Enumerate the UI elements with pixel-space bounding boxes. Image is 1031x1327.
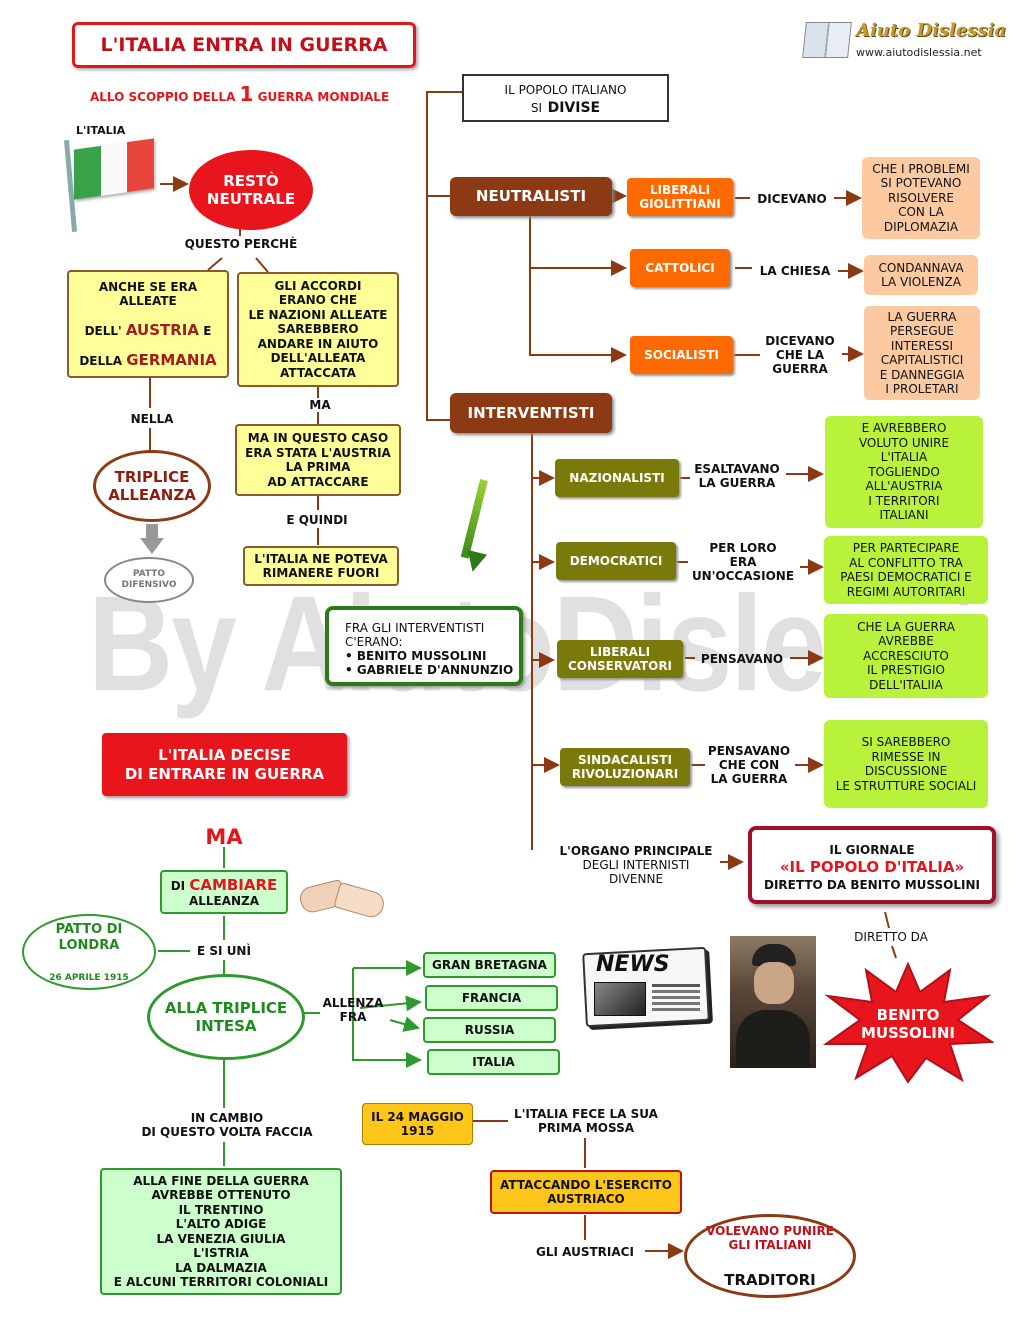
triplice-alleanza-node: TRIPLICE ALLEANZA: [93, 450, 211, 522]
handshake-icon: [297, 872, 387, 928]
maggio-box: IL 24 MAGGIO 1915: [362, 1103, 473, 1145]
e-quindi-label: E QUINDI: [286, 513, 348, 527]
esaltavano-label: ESALTAVANO LA GUERRA: [694, 462, 780, 490]
down-arrow-icon: [140, 524, 164, 556]
cambiare-box: DI CAMBIARE ALLEANZA: [160, 870, 288, 914]
la-chiesa-label: LA CHIESA: [759, 264, 831, 278]
sindacalisti-node: SINDACALISTI RIVOLUZIONARI: [560, 748, 690, 786]
italia-box: ITALIA: [427, 1049, 560, 1075]
subtitle: ALLO SCOPPIO DELLA 1 GUERRA MONDIALE: [90, 82, 390, 106]
organo-label: L'ORGANO PRINCIPALE DEGLI INTERNISTI DIV…: [559, 844, 713, 886]
giornale-box: IL GIORNALE «IL POPOLO D'ITALIA» DIRETTO…: [748, 826, 996, 904]
e-si-uni-label: E SI UNÌ: [197, 944, 251, 958]
logo-url: www.aiutodislessia.net: [856, 46, 982, 59]
dicevano-label: DICEVANO: [757, 192, 827, 206]
popolo-box: IL POPOLO ITALIANO SI DIVISE: [462, 74, 669, 122]
ma-small-label: MA: [309, 398, 331, 412]
newspaper-icon: NEWS: [576, 946, 716, 1030]
interventisti-node: INTERVENTISTI: [450, 393, 612, 433]
prima-mossa-label: L'ITALIA FECE LA SUA PRIMA MOSSA: [514, 1107, 658, 1135]
gli-austriaci-label: GLI AUSTRIACI: [536, 1245, 634, 1259]
cattolici-node: CATTOLICI: [630, 249, 730, 287]
resto-neutrale-node: RESTÒ NEUTRALE: [189, 150, 313, 230]
conflitto-result: PER PARTECIPARE AL CONFLITTO TRA PAESI D…: [824, 536, 988, 604]
liberali-giolittiani-node: LIBERALI GIOLITTIANI: [627, 178, 733, 216]
nazionalisti-node: NAZIONALISTI: [555, 459, 679, 497]
prestigio-result: CHE LA GUERRA AVREBBE ACCRESCIUTO IL PRE…: [824, 614, 988, 698]
democratici-node: DEMOCRATICI: [556, 542, 676, 580]
news-label: NEWS: [596, 952, 670, 977]
logo: Aiuto Dislessia www.aiutodislessia.net: [802, 20, 1006, 64]
alleate-box: ANCHE SE ERA ALLEATE DELL' AUSTRIA E DEL…: [67, 270, 229, 378]
italia-label: L'ITALIA: [76, 124, 126, 137]
per-loro-label: PER LORO ERA UN'OCCASIONE: [691, 541, 795, 583]
patto-difensivo-node: PATTO DIFENSIVO: [104, 557, 194, 603]
diplomazia-result: CHE I PROBLEMI SI POTEVANO RISOLVERE CON…: [862, 157, 980, 239]
territori-result: E AVREBBERO VOLUTO UNIRE L'ITALIA TOGLIE…: [825, 416, 983, 528]
diretto-da-label: DIRETTO DA: [854, 930, 928, 944]
fuori-box: L'ITALIA NE POTEVA RIMANERE FUORI: [243, 546, 399, 586]
fine-guerra-box: ALLA FINE DELLA GUERRA AVREBBE OTTENUTO …: [100, 1168, 342, 1295]
proletari-result: LA GUERRA PERSEGUE INTERESSI CAPITALISTI…: [864, 306, 980, 400]
page-title: L'ITALIA ENTRA IN GUERRA: [72, 22, 416, 68]
ma-caso-box: MA IN QUESTO CASO ERA STATA L'AUSTRIA LA…: [235, 424, 401, 496]
decise-box: L'ITALIA DECISE DI ENTRARE IN GUERRA: [102, 733, 347, 796]
ma-big-label: MA: [205, 825, 243, 849]
violenza-result: CONDANNAVA LA VIOLENZA: [864, 255, 978, 295]
francia-box: FRANCIA: [425, 985, 558, 1011]
book-icon: [802, 22, 852, 58]
punire-node: VOLEVANO PUNIRE GLI ITALIANI TRADITORI: [684, 1214, 856, 1298]
triplice-intesa-node: ALLA TRIPLICE INTESA: [147, 974, 305, 1060]
in-cambio-label: IN CAMBIO DI QUESTO VOLTA FACCIA: [141, 1111, 313, 1139]
benito-label: BENITO MUSSOLINI: [860, 1006, 956, 1042]
attaccando-box: ATTACCANDO L'ESERCITO AUSTRIACO: [490, 1170, 682, 1214]
fra-interventisti-box: FRA GLI INTERVENTISTI C'ERANO: • BENITO …: [325, 606, 523, 686]
dicevano-che-label: DICEVANO CHE LA GUERRA: [765, 334, 835, 376]
liberali-conservatori-node: LIBERALI CONSERVATORI: [557, 640, 683, 678]
pensavano-che-label: PENSAVANO CHE CON LA GUERRA: [707, 744, 791, 786]
green-arrow-icon: [460, 479, 498, 580]
nella-label: NELLA: [130, 412, 174, 426]
italian-flag-icon: [62, 136, 162, 236]
russia-box: RUSSIA: [423, 1017, 556, 1043]
allenza-fra-label: ALLENZA FRA: [322, 996, 384, 1024]
questo-perche-label: QUESTO PERCHÈ: [184, 237, 298, 251]
socialisti-node: SOCIALISTI: [630, 336, 733, 374]
neutralisti-node: NEUTRALISTI: [450, 177, 612, 216]
accordi-box: GLI ACCORDI ERANO CHE LE NAZIONI ALLEATE…: [237, 272, 399, 387]
pensavano-label: PENSAVANO: [700, 652, 784, 666]
patto-londra-node: PATTO DI LONDRA 26 APRILE 1915: [22, 914, 156, 990]
strutture-result: SI SAREBBERO RIMESSE IN DISCUSSIONE LE S…: [824, 720, 988, 808]
mussolini-photo: [730, 936, 816, 1068]
gran-bretagna-box: GRAN BRETAGNA: [423, 952, 556, 978]
benito-starburst: BENITO MUSSOLINI: [822, 962, 994, 1084]
logo-name: Aiuto Dislessia: [856, 20, 1007, 41]
